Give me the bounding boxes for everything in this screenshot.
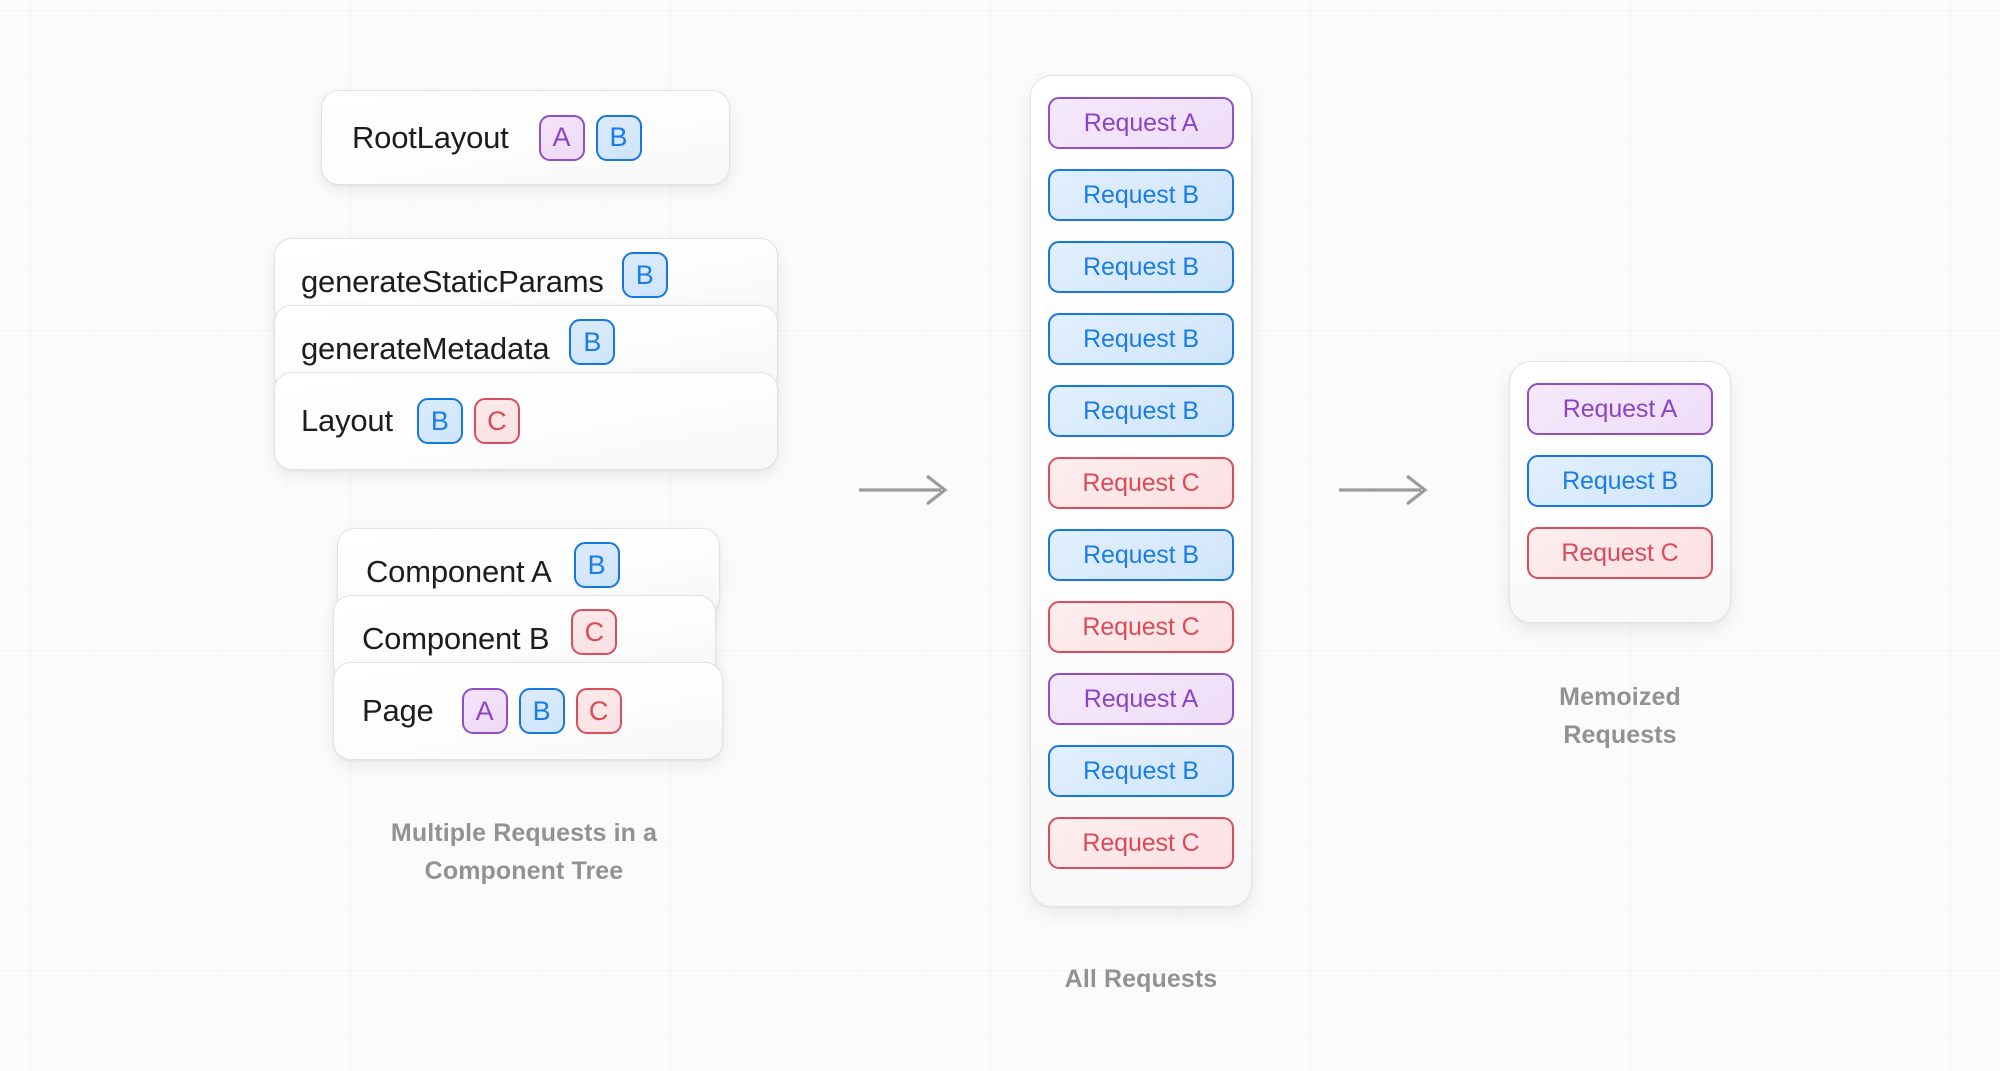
caption-memoized-requests: Memoized Requests bbox=[1559, 683, 1681, 749]
panel-all-requests: Request A Request B Request B Request B Requ… bbox=[1030, 75, 1252, 907]
arrow-right-glyph bbox=[1339, 474, 1428, 506]
badge-b: B bbox=[518, 688, 565, 734]
badge-a: A bbox=[538, 114, 585, 161]
request-pill-11: Request C bbox=[1048, 817, 1234, 869]
badge-group-generate-metadata: B bbox=[569, 319, 616, 365]
badge-c: C bbox=[571, 609, 618, 655]
arrow-right-icon-2 bbox=[1335, 470, 1433, 510]
badge-group-component-b: C bbox=[571, 609, 618, 655]
memoized-requests-list: Request A Request B Request C bbox=[1527, 383, 1713, 579]
arrow-right-icon-1 bbox=[855, 470, 953, 510]
caption-component-tree: Multiple Requests in a Component Tree bbox=[390, 819, 658, 885]
arrow-right-glyph bbox=[859, 474, 948, 506]
card-label-component-b: Component B bbox=[362, 621, 550, 656]
badge-b: B bbox=[621, 252, 668, 298]
all-requests-list: Request A Request B Request B Request B Requ… bbox=[1048, 97, 1234, 869]
request-pill-2: Request B bbox=[1048, 169, 1234, 221]
request-pill-4: Request B bbox=[1048, 313, 1234, 365]
request-pill-7: Request B bbox=[1048, 529, 1234, 581]
badge-group-component-a: B bbox=[573, 542, 620, 588]
card-layout: Layout B C bbox=[274, 372, 778, 470]
request-pill-8: Request C bbox=[1048, 601, 1234, 653]
memoized-request-pill-1: Request A bbox=[1527, 383, 1713, 435]
request-pill-9: Request A bbox=[1048, 673, 1234, 725]
memoized-request-pill-2: Request B bbox=[1527, 455, 1713, 507]
request-pill-6: Request C bbox=[1048, 457, 1234, 509]
badge-a: A bbox=[461, 688, 508, 734]
request-pill-3: Request B bbox=[1048, 241, 1234, 293]
badge-c: C bbox=[575, 688, 622, 734]
badge-b: B bbox=[595, 114, 642, 161]
request-pill-1: Request A bbox=[1048, 97, 1234, 149]
card-page: Page A B C bbox=[333, 662, 723, 760]
badge-b: B bbox=[416, 398, 463, 444]
badge-group-page: A B C bbox=[461, 688, 622, 734]
memoized-request-pill-3: Request C bbox=[1527, 527, 1713, 579]
card-label-generate-static-params: generateStaticParams bbox=[301, 264, 604, 299]
card-label-component-a: Component A bbox=[366, 554, 552, 589]
card-label-layout: Layout bbox=[301, 403, 393, 438]
card-root-layout: RootLayout A B bbox=[321, 90, 730, 185]
card-label-root-layout: RootLayout bbox=[352, 119, 509, 155]
badge-b: B bbox=[569, 319, 616, 365]
request-pill-5: Request B bbox=[1048, 385, 1234, 437]
badge-group-generate-static-params: B bbox=[621, 252, 668, 298]
badge-c: C bbox=[473, 398, 520, 444]
badge-group-layout: B C bbox=[416, 398, 520, 444]
request-pill-10: Request B bbox=[1048, 745, 1234, 797]
badge-group-root-layout: A B bbox=[538, 114, 642, 161]
badge-b: B bbox=[573, 542, 620, 588]
caption-all-requests: All Requests bbox=[1064, 965, 1218, 993]
card-label-generate-metadata: generateMetadata bbox=[301, 331, 550, 366]
panel-memoized-requests: Request A Request B Request C bbox=[1509, 361, 1731, 623]
card-label-page: Page bbox=[362, 693, 434, 728]
